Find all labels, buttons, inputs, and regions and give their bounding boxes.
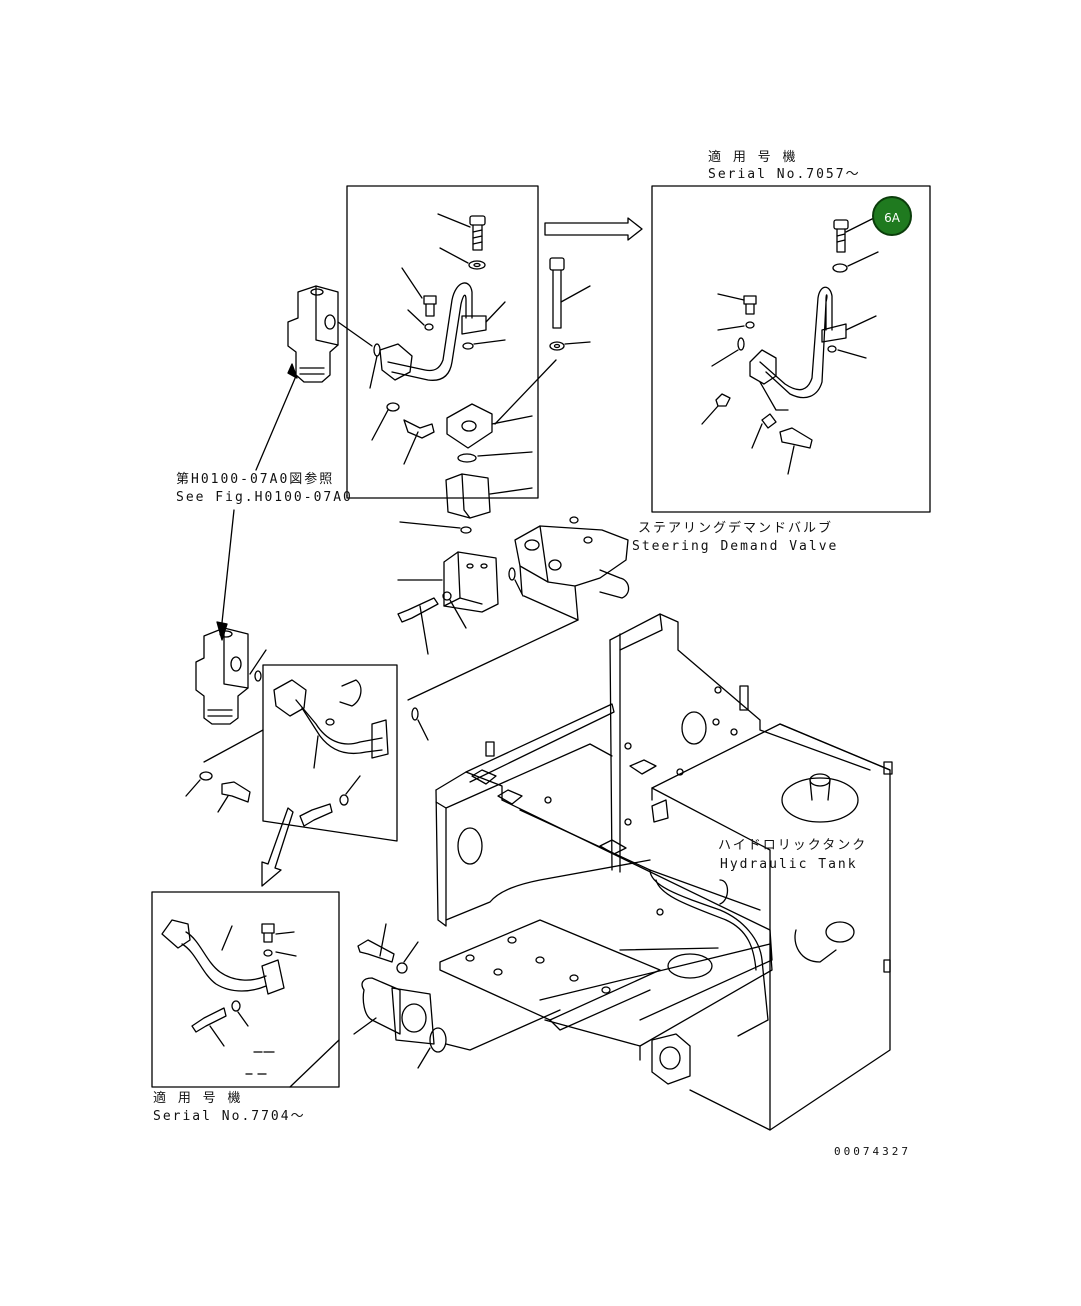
orbitrol-upper <box>287 285 373 383</box>
washer-frame <box>396 941 419 974</box>
long-bolt <box>549 257 591 329</box>
detail-box-original <box>346 185 539 499</box>
bolt-selector <box>397 591 467 655</box>
small-bolt-7057 <box>717 293 757 315</box>
leader-label-to-orbitrol-lower <box>220 509 235 633</box>
washer-7057 <box>832 251 879 273</box>
oring-original <box>407 309 506 350</box>
see-fig-jp: 第H0100-07A0図参照 <box>176 472 335 487</box>
detail-box-7704-tail <box>289 1039 340 1088</box>
callout-badge-6a[interactable]: 6A <box>872 196 912 236</box>
leader-orbitrol-lower-connect <box>203 729 264 763</box>
oring-pipe-right <box>411 707 429 741</box>
oring-7057-a <box>717 321 755 331</box>
gasket-frame <box>417 1027 447 1069</box>
bolt-frame <box>357 923 395 963</box>
detail-box-serial-7704 <box>151 891 340 1088</box>
oring-selector <box>399 521 472 534</box>
serial-top-en: Serial No.7057～ <box>708 167 861 182</box>
washer-and-bolt-lower <box>371 402 435 465</box>
pipe-assembly <box>273 679 389 769</box>
steering-demand-valve <box>514 516 630 621</box>
suction-adapter <box>353 977 435 1045</box>
detail-box-serial-7057 <box>651 185 931 513</box>
oring-mid <box>457 451 533 463</box>
orbitrol-lower <box>195 627 267 725</box>
leader-7057-box <box>759 381 789 411</box>
oring-7057-b <box>711 337 745 367</box>
pipe-original <box>379 282 506 381</box>
bolt-top <box>437 213 486 251</box>
bolt-pipe-right <box>299 775 361 827</box>
main-frame <box>435 613 893 1131</box>
see-fig-en: See Fig.H0100-07A0 <box>176 490 353 505</box>
hydraulic-tank-jp: ハイドロリックタンク <box>718 838 868 853</box>
oring-orbitrol-upper <box>369 343 381 389</box>
oring-7057-c <box>827 345 867 359</box>
hydraulic-tank-en: Hydraulic Tank <box>720 857 858 872</box>
selector-block <box>397 551 499 613</box>
oring-valve <box>508 567 524 597</box>
leader-orbitrol-to-label-up <box>255 375 297 471</box>
detail-box-pipe-assembly <box>262 664 398 842</box>
spacer-block <box>445 473 533 519</box>
bolt-pipe-left <box>217 781 251 813</box>
bolt-7704-b <box>191 1000 275 1075</box>
bolt-7057-b <box>779 427 813 475</box>
washer-top <box>439 247 486 270</box>
pipe-7057 <box>749 286 877 399</box>
flange-block <box>446 403 533 449</box>
steering-valve-en: Steering Demand Valve <box>632 539 839 554</box>
serial-top-jp: 適 用 号 機 <box>708 150 798 165</box>
washer-pipe-left <box>185 771 213 797</box>
leader-gasket <box>445 1009 561 1051</box>
bolt-7057 <box>833 217 875 253</box>
oring-orbitrol-lower <box>254 670 262 682</box>
leader-valve-to-pipe <box>407 595 579 701</box>
serial-bottom-en: Serial No.7704～ <box>153 1109 306 1124</box>
washer-long-bolt <box>549 341 591 351</box>
arrowhead-up <box>287 363 298 379</box>
washer-7057-b <box>751 413 777 449</box>
small-bolt-original <box>401 267 437 317</box>
drawing-number: 00074327 <box>834 1145 911 1158</box>
oring-7704 <box>263 949 297 957</box>
transfer-arrow-down <box>261 807 294 887</box>
plug-7057 <box>701 393 731 425</box>
steering-valve-jp: ステアリングデマンドバルブ <box>638 521 834 536</box>
leader-to-valve <box>494 359 557 425</box>
serial-bottom-jp: 適 用 号 機 <box>153 1091 243 1106</box>
bolt-7704-a <box>261 923 295 943</box>
pipe-7704 <box>161 919 285 995</box>
transfer-arrow-right <box>544 217 643 241</box>
